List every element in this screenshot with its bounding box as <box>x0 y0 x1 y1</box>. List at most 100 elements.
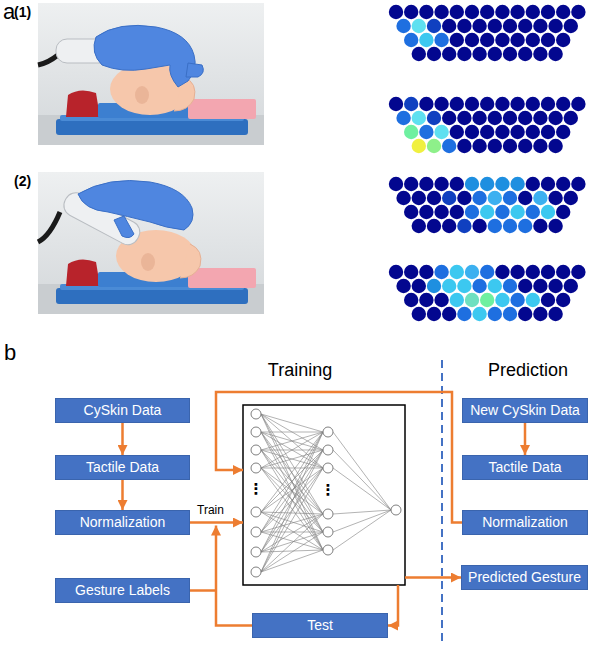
taxel <box>533 219 547 233</box>
taxel <box>533 19 547 33</box>
taxel <box>472 307 486 321</box>
taxel <box>442 139 456 153</box>
taxel <box>404 125 418 139</box>
taxel <box>419 293 433 307</box>
taxel <box>541 5 555 19</box>
taxel <box>404 265 418 279</box>
taxel <box>488 279 502 293</box>
taxel <box>480 293 494 307</box>
taxel <box>541 205 555 219</box>
network-link <box>261 468 323 512</box>
network-link <box>261 512 323 514</box>
neural-network <box>251 409 401 577</box>
gloved-hand <box>78 181 193 231</box>
neuron <box>323 545 333 555</box>
taxel <box>480 205 494 219</box>
taxel <box>564 111 578 125</box>
photo <box>38 172 264 314</box>
taxel <box>495 205 509 219</box>
taxel <box>472 19 486 33</box>
taxel <box>548 191 562 205</box>
glove-finger <box>186 63 203 77</box>
taxel <box>450 265 464 279</box>
taxel <box>442 307 456 321</box>
taxel <box>541 293 555 307</box>
taxel <box>488 111 502 125</box>
process-box: CySkin Data <box>55 398 190 423</box>
taxel <box>564 191 578 205</box>
network-link <box>333 510 391 550</box>
taxel <box>548 139 562 153</box>
flow-wires <box>190 392 462 626</box>
taxel <box>503 19 517 33</box>
table <box>38 115 264 145</box>
network-link <box>261 432 323 572</box>
taxel <box>533 191 547 205</box>
taxel <box>510 265 524 279</box>
taxel <box>541 125 555 139</box>
taxel <box>389 5 403 19</box>
taxel <box>533 47 547 61</box>
taxel <box>503 47 517 61</box>
network-link <box>261 532 323 552</box>
taxel <box>571 97 585 111</box>
process-box: Normalization <box>55 510 190 535</box>
taxel <box>434 5 448 19</box>
taxel-maps <box>389 5 586 321</box>
taxel <box>556 5 570 19</box>
glove-finger <box>114 216 134 238</box>
taxel <box>427 279 441 293</box>
taxel <box>495 177 509 191</box>
taxel <box>480 97 494 111</box>
network-link <box>261 432 323 532</box>
taxel <box>548 219 562 233</box>
panel-letter: a <box>3 0 15 25</box>
tray <box>56 119 248 135</box>
photo <box>38 3 264 145</box>
taxel <box>556 177 570 191</box>
process-box: Tactile Data <box>55 455 190 480</box>
taxel <box>404 177 418 191</box>
taxel <box>526 205 540 219</box>
neuron <box>251 445 261 455</box>
taxel <box>510 177 524 191</box>
taxel <box>480 125 494 139</box>
tray <box>56 288 248 304</box>
taxel <box>427 191 441 205</box>
taxel <box>465 33 479 47</box>
taxel <box>457 111 471 125</box>
taxel <box>427 47 441 61</box>
taxel <box>488 191 502 205</box>
taxel <box>419 177 433 191</box>
taxel <box>450 177 464 191</box>
photo-background <box>38 3 264 145</box>
divider-line <box>441 360 443 646</box>
taxel <box>442 19 456 33</box>
network-link <box>261 468 323 572</box>
taxel <box>450 97 464 111</box>
taxel <box>465 265 479 279</box>
gloved-hand <box>94 25 195 87</box>
taxel <box>427 139 441 153</box>
section-heading: Prediction <box>488 360 568 382</box>
taxel <box>427 307 441 321</box>
taxel <box>510 293 524 307</box>
taxel <box>472 47 486 61</box>
box-text: Tactile Data <box>488 459 561 475</box>
taxel <box>404 97 418 111</box>
taxel <box>419 5 433 19</box>
taxel <box>510 5 524 19</box>
taxel <box>571 5 585 19</box>
taxel <box>389 97 403 111</box>
taxel <box>465 5 479 19</box>
taxel <box>533 307 547 321</box>
taxel <box>533 139 547 153</box>
taxel <box>541 97 555 111</box>
process-box: Tactile Data <box>462 455 588 480</box>
neuron <box>391 505 401 515</box>
taxel <box>457 191 471 205</box>
taxel <box>427 219 441 233</box>
